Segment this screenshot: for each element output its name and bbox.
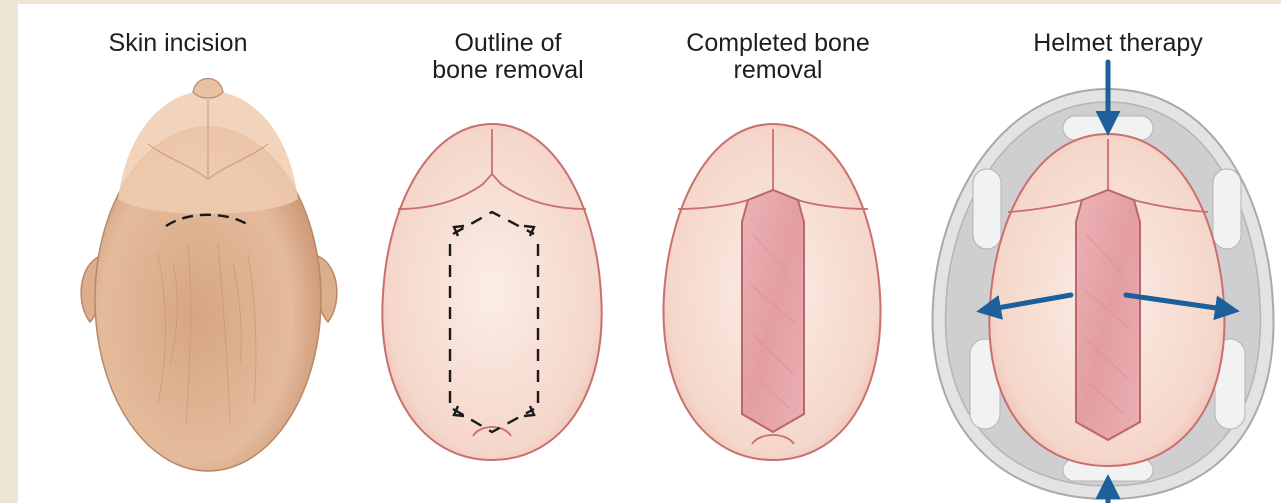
bone-removal-strip — [1076, 190, 1140, 440]
figure-panel: Skin incision Outline of bone removal Co… — [18, 4, 1281, 503]
bone-removal-strip — [742, 190, 804, 432]
helmet-pad — [973, 169, 1001, 249]
skull-outline-illustration — [382, 124, 601, 460]
skull-completed-illustration — [663, 124, 880, 460]
helmet-pad — [1213, 169, 1241, 249]
helmet-therapy-illustration — [933, 62, 1274, 503]
head-skin-illustration — [81, 79, 337, 472]
illustration — [18, 4, 1281, 503]
nose — [193, 79, 223, 99]
